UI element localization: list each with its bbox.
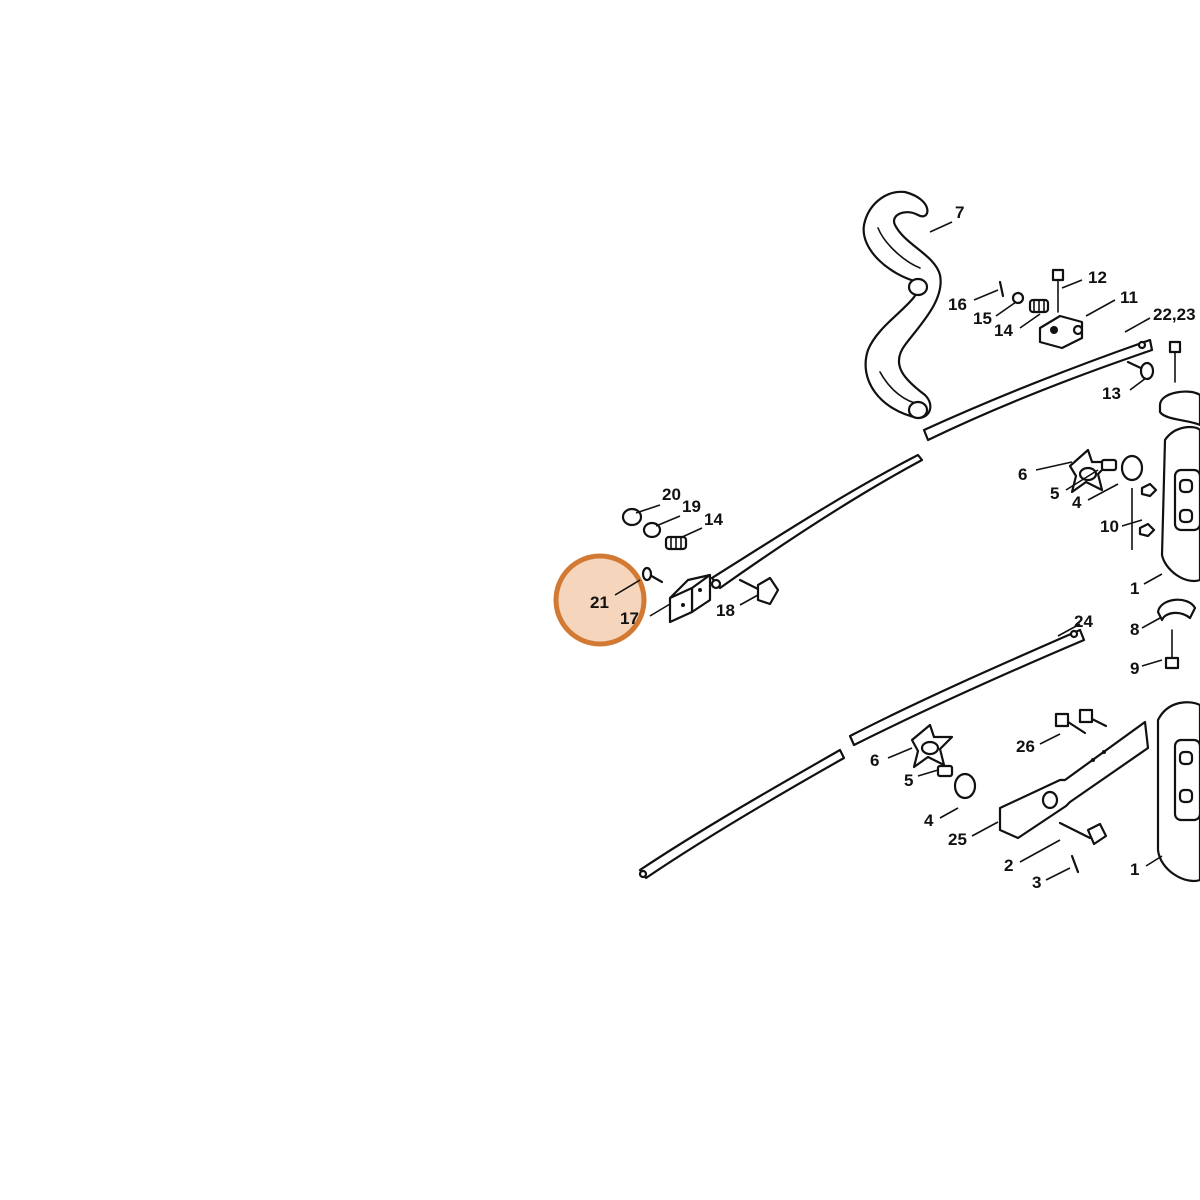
callout-14-lower[interactable]: 14 (704, 510, 723, 529)
spring-part-14-lower (664, 535, 688, 551)
plate-part-17 (668, 573, 712, 624)
callout-21[interactable]: 21 (590, 593, 609, 612)
handle-part-7 (862, 190, 942, 420)
leader-line-21 (614, 579, 641, 596)
callout-19[interactable]: 19 (682, 497, 701, 516)
bolt-part-9 (1164, 629, 1180, 670)
highlight-marker[interactable] (553, 553, 647, 647)
callout-6-lower[interactable]: 6 (870, 751, 879, 770)
callout-18[interactable]: 18 (716, 601, 735, 620)
callout-15[interactable]: 15 (973, 309, 992, 328)
bolt-part-12 (1051, 268, 1065, 313)
pin-part-3 (1070, 854, 1080, 874)
hinge-part-18 (738, 576, 780, 606)
callout-14-upper[interactable]: 14 (994, 321, 1013, 340)
callout-22-23[interactable]: 22,23 (1153, 305, 1196, 324)
clamp-part-8 (1156, 598, 1197, 622)
washer-part-4-upper (1120, 454, 1144, 482)
leader-lines (635, 221, 1163, 881)
callout-1-lower[interactable]: 1 (1130, 860, 1139, 879)
callout-9[interactable]: 9 (1130, 659, 1139, 678)
callout-5-upper[interactable]: 5 (1050, 484, 1059, 503)
bolt-part-2 (1058, 821, 1108, 846)
bolt-part-13 (1126, 360, 1155, 381)
callout-17[interactable]: 17 (620, 609, 639, 628)
callout-12[interactable]: 12 (1088, 268, 1107, 287)
callout-6-upper[interactable]: 6 (1018, 465, 1027, 484)
callout-7[interactable]: 7 (955, 203, 964, 222)
washer-part-15 (1011, 291, 1025, 305)
callout-4-upper[interactable]: 4 (1072, 493, 1082, 512)
callout-11[interactable]: 11 (1120, 288, 1138, 307)
spring-part-5-upper (1100, 458, 1118, 472)
nut-part-10 (1138, 482, 1158, 538)
callout-5-lower[interactable]: 5 (904, 771, 913, 790)
screw-part-21 (641, 566, 664, 584)
callout-25[interactable]: 25 (948, 830, 967, 849)
spring-part-14-upper (1028, 298, 1050, 314)
callout-1-upper[interactable]: 1 (1130, 579, 1139, 598)
guide-housing-upper (1160, 425, 1200, 583)
callout-labels: 7 12 16 11 15 14 22,23 13 6 5 4 10 1 8 9… (590, 203, 1196, 892)
spring-part-5-lower (936, 764, 954, 778)
callout-10[interactable]: 10 (1100, 517, 1119, 536)
callout-2[interactable]: 2 (1004, 856, 1013, 875)
washer-part-19 (642, 521, 662, 539)
star-knob-part-6-lower (910, 723, 954, 769)
callout-16[interactable]: 16 (948, 295, 967, 314)
callout-13[interactable]: 13 (1102, 384, 1121, 403)
callout-24[interactable]: 24 (1074, 612, 1093, 631)
callout-3[interactable]: 3 (1032, 873, 1041, 892)
bracket-part-25 (998, 720, 1150, 840)
callout-20[interactable]: 20 (662, 485, 681, 504)
bolts-part-26 (1054, 708, 1108, 735)
callout-8[interactable]: 8 (1130, 620, 1139, 639)
lower-strap-part-24 (638, 628, 1086, 880)
callout-4-lower[interactable]: 4 (924, 811, 934, 830)
guide-housing-lower (1156, 701, 1200, 883)
upper-strap-part-22-23 (710, 338, 1154, 590)
clamp-part-11 (1038, 314, 1084, 350)
washer-part-4-lower (953, 772, 977, 800)
callout-26[interactable]: 26 (1016, 737, 1035, 756)
bracket-bolt-right (1158, 340, 1200, 427)
pin-part-16 (998, 280, 1005, 298)
